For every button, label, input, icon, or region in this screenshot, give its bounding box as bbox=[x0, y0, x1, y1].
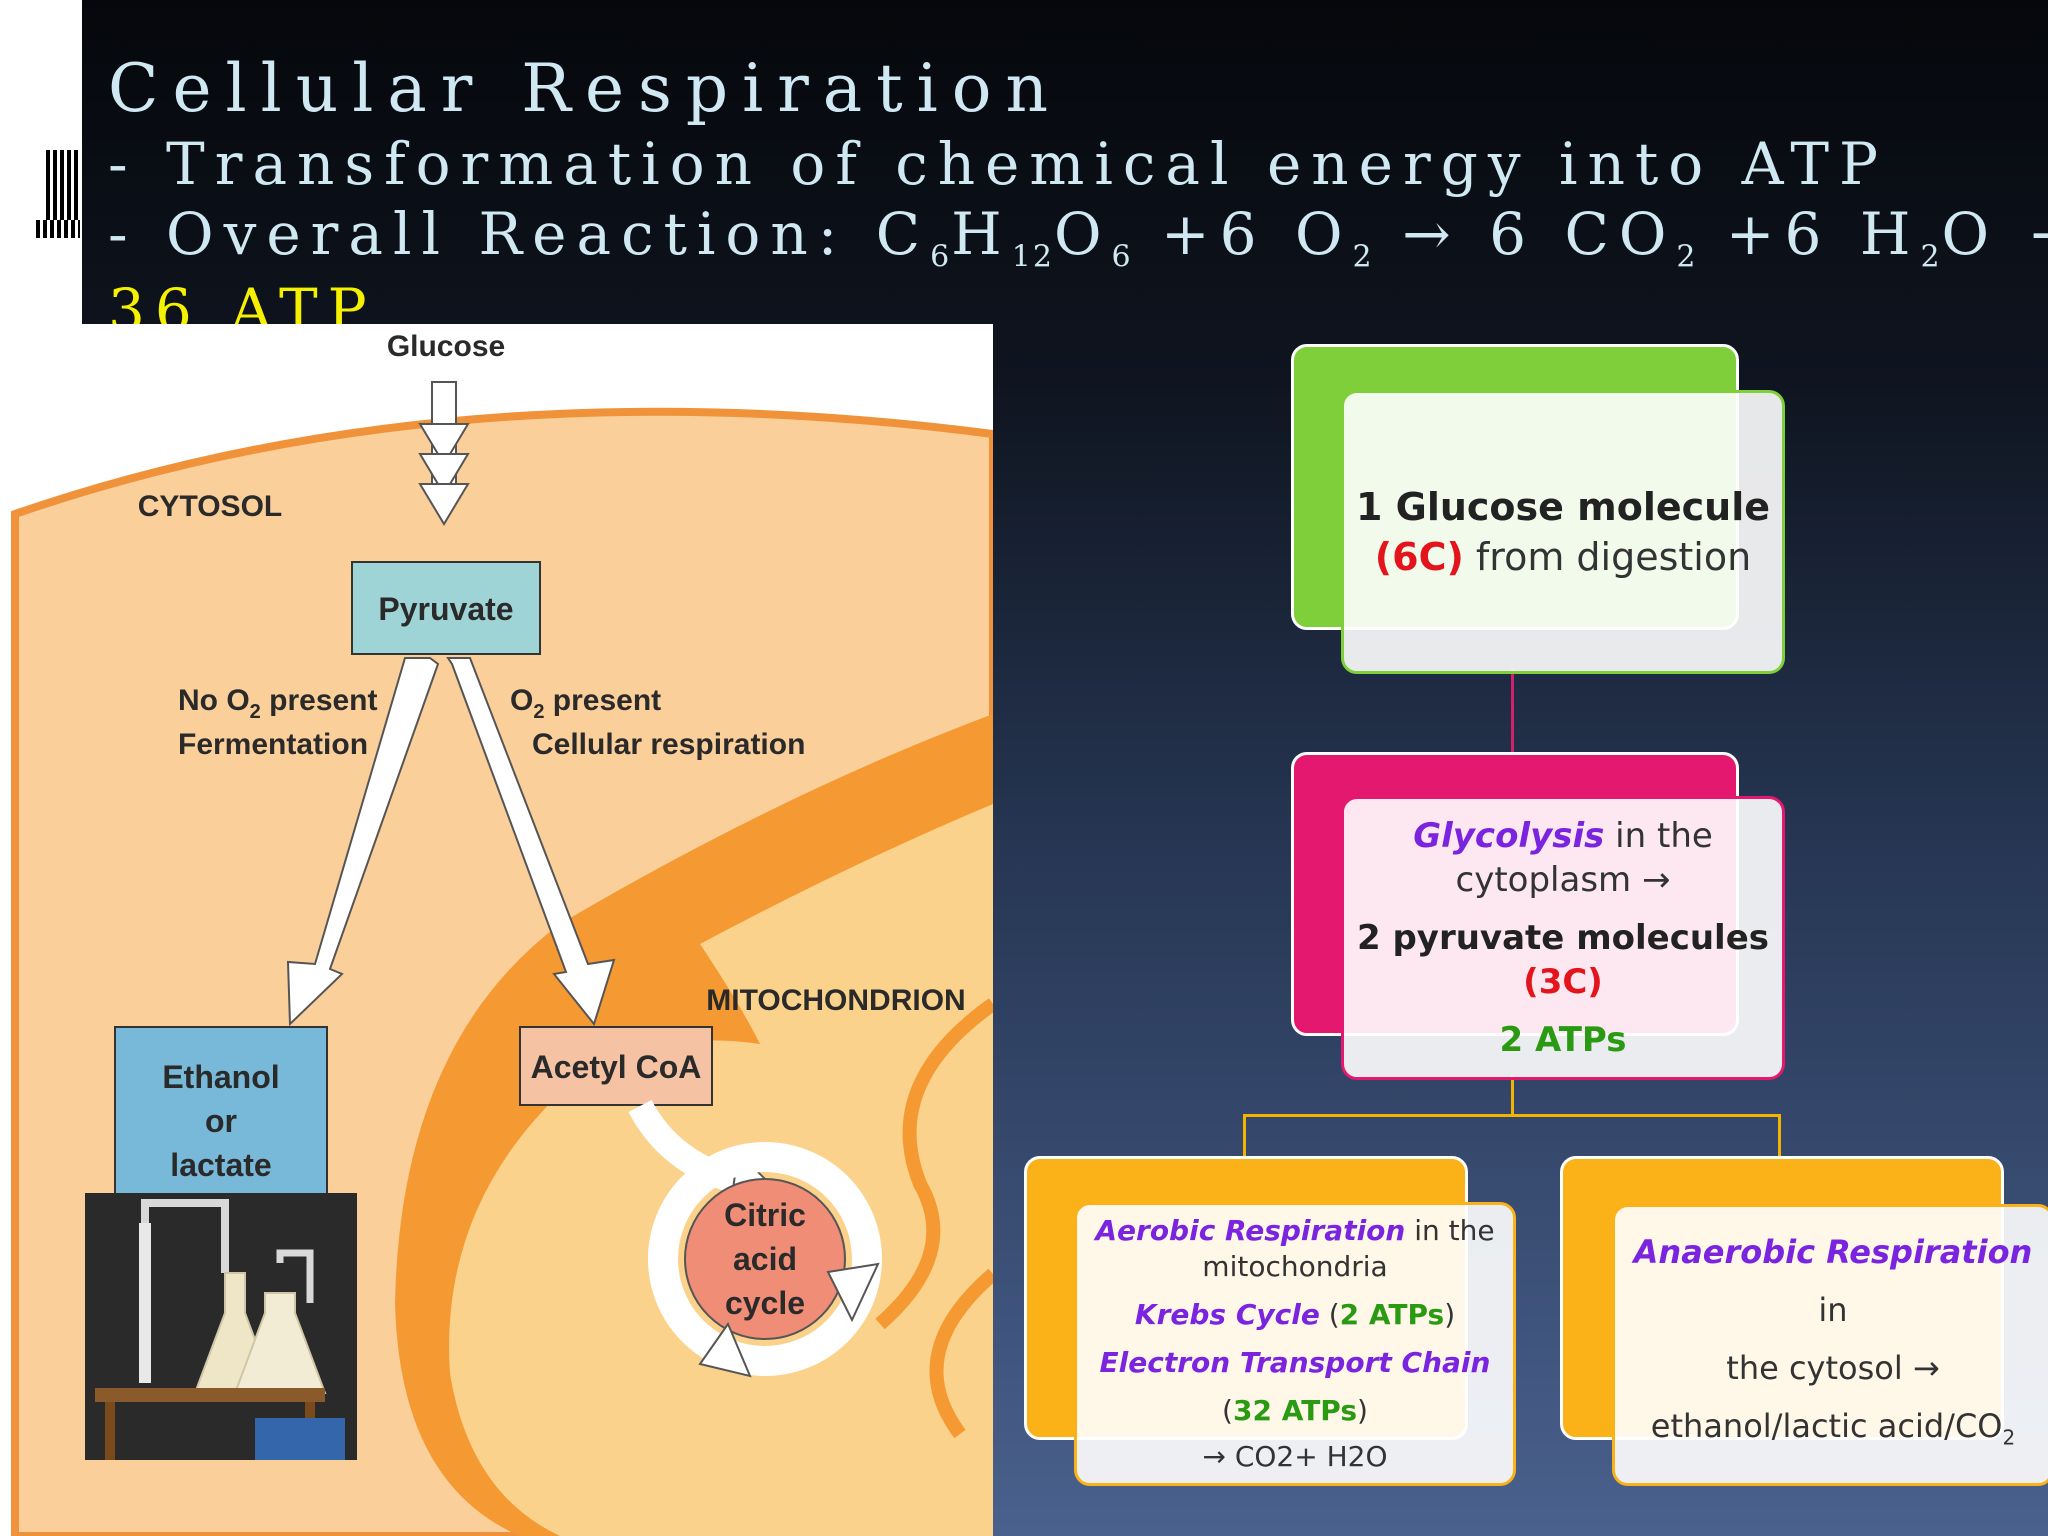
cellular-respiration-label: Cellular respiration bbox=[532, 728, 805, 761]
krebs-line: Krebs Cycle (2 ATPs) bbox=[1135, 1297, 1455, 1333]
connector-glucose-glycolysis bbox=[1511, 668, 1514, 752]
anaerobic-box: Anaerobic Respiration in the cytosol → e… bbox=[1612, 1204, 2048, 1486]
etc-atp: 32 ATPs bbox=[1232, 1394, 1357, 1427]
reaction-co2-sub: 2 bbox=[1676, 239, 1698, 275]
cycle-arrow-head bbox=[826, 1262, 880, 1323]
glucose-carbon-count: (6C) bbox=[1374, 535, 1464, 579]
citric-label: Citric bbox=[724, 1197, 806, 1233]
fermentation-flasks-photo bbox=[85, 1193, 357, 1460]
anaerobic-co2-sub: 2 bbox=[2002, 1425, 2016, 1450]
citric-cycle-core bbox=[684, 1178, 846, 1340]
anaerobic-line3: ethanol/lactic acid/CO2 bbox=[1651, 1397, 2015, 1466]
mitochondrion-crista bbox=[875, 998, 993, 1330]
pyruvate-box bbox=[351, 561, 541, 655]
glucose-box-line2: (6C) from digestion bbox=[1375, 535, 1751, 579]
fermentation-label: Fermentation bbox=[178, 728, 368, 761]
glucose-from-digestion: from digestion bbox=[1463, 535, 1752, 579]
anaerobic-line1: Anaerobic Respiration in bbox=[1615, 1223, 2048, 1339]
etc-open-paren: ( bbox=[1222, 1394, 1233, 1427]
reaction-h: H bbox=[951, 200, 1012, 268]
reaction-o2-sub: 2 bbox=[1352, 239, 1374, 275]
connector-split-left bbox=[1243, 1114, 1246, 1159]
aerobic-line2: mitochondria bbox=[1202, 1250, 1388, 1283]
connector-split-right bbox=[1778, 1114, 1781, 1159]
krebs-open-paren: ( bbox=[1319, 1298, 1340, 1331]
anaerobic-term: Anaerobic Respiration bbox=[1633, 1233, 2033, 1272]
reaction-h2o-o: O + bbox=[1941, 200, 2048, 268]
no-o2-label: No O2 present bbox=[178, 684, 378, 723]
citric-cycle-ring bbox=[648, 1142, 882, 1376]
aerobic-in-the: in the bbox=[1405, 1214, 1495, 1247]
respiration-arrow bbox=[446, 657, 616, 1027]
subtitle-overall-reaction: - Overall Reaction: C6H12O6 +6 O2 → 6 CO… bbox=[108, 200, 2048, 275]
glycolysis-atp: 2 ATPs bbox=[1499, 1020, 1627, 1060]
etc-atp-line: (32 ATPs) bbox=[1222, 1393, 1368, 1429]
acetyl-coa-label: Acetyl CoA bbox=[531, 1049, 702, 1085]
decorative-barcode-small bbox=[36, 220, 80, 238]
glycolysis-line1: Glycolysis in the bbox=[1413, 814, 1713, 858]
connector-split-horizontal bbox=[1243, 1114, 1781, 1117]
glycolysis-box: Glycolysis in the cytoplasm → 2 pyruvate… bbox=[1341, 796, 1785, 1080]
cycle-label: cycle bbox=[725, 1285, 805, 1321]
reaction-o-sub: 6 bbox=[1111, 239, 1133, 275]
reaction-co2: 6 CO bbox=[1489, 200, 1677, 268]
flasks-illustration bbox=[85, 1193, 357, 1460]
acid-label: acid bbox=[733, 1241, 797, 1277]
aerobic-line1: Aerobic Respiration in the bbox=[1095, 1213, 1494, 1249]
or-label: or bbox=[205, 1103, 237, 1139]
anaerobic-in: in bbox=[1818, 1291, 1848, 1330]
glucose-arrow bbox=[418, 381, 470, 526]
aerobic-box: Aerobic Respiration in the mitochondria … bbox=[1074, 1202, 1516, 1486]
anaerobic-products: ethanol/lactic acid/CO bbox=[1650, 1407, 2003, 1446]
acetyl-coa-box bbox=[519, 1026, 713, 1106]
slide-title: Cellular Respiration bbox=[108, 50, 1063, 127]
mitochondrion-crista bbox=[929, 1268, 993, 1439]
glucose-box: 1 Glucose molecule (6C) from digestion bbox=[1341, 390, 1785, 674]
glycolysis-line3: 2 pyruvate molecules bbox=[1356, 918, 1770, 958]
fermentation-arrow bbox=[286, 657, 440, 1027]
pyruvate-label: Pyruvate bbox=[378, 591, 513, 627]
ethanol-label: Ethanol bbox=[162, 1059, 279, 1095]
o2-present-label: O2 present bbox=[510, 684, 661, 723]
krebs-close-paren: ) bbox=[1444, 1298, 1456, 1331]
connector-glycolysis-split bbox=[1511, 1075, 1514, 1115]
cycle-arrow-head bbox=[698, 1321, 752, 1378]
glucose-box-line1: 1 Glucose molecule bbox=[1355, 485, 1771, 529]
reaction-c-sub: 6 bbox=[930, 239, 952, 275]
mitochondrion-label: MITOCHONDRION bbox=[706, 984, 965, 1017]
cytosol-label: CYTOSOL bbox=[138, 490, 282, 523]
glycolysis-in-the: in the bbox=[1604, 816, 1713, 856]
glycolysis-term: Glycolysis bbox=[1413, 816, 1605, 856]
glucose-label: Glucose bbox=[387, 330, 505, 363]
reaction-o: O bbox=[1053, 200, 1112, 268]
etc-term: Electron Transport Chain bbox=[1099, 1346, 1491, 1379]
reaction-c: C bbox=[875, 200, 931, 268]
reaction-h-sub: 12 bbox=[1011, 239, 1054, 275]
glycolysis-line2: cytoplasm → bbox=[1455, 860, 1671, 900]
reaction-prefix: - Overall Reaction: bbox=[108, 200, 848, 268]
reaction-h2o-sub: 2 bbox=[1920, 239, 1942, 275]
reaction-arrow: → bbox=[1402, 200, 1461, 268]
krebs-term: Krebs Cycle bbox=[1134, 1298, 1320, 1331]
reaction-h2o: +6 H bbox=[1725, 200, 1921, 268]
subtitle-transformation: - Transformation of chemical energy into… bbox=[108, 130, 1889, 198]
reaction-o2: +6 O bbox=[1161, 200, 1353, 268]
aerobic-products: → CO2+ H2O bbox=[1202, 1440, 1388, 1473]
anaerobic-line2: the cytosol → bbox=[1726, 1349, 1940, 1388]
etc-close-paren: ) bbox=[1357, 1394, 1368, 1427]
aerobic-term: Aerobic Respiration bbox=[1095, 1214, 1406, 1247]
glycolysis-carbon-count: (3C) bbox=[1523, 962, 1603, 1002]
krebs-atp: 2 ATPs bbox=[1339, 1298, 1445, 1331]
lactate-label: lactate bbox=[170, 1147, 271, 1183]
